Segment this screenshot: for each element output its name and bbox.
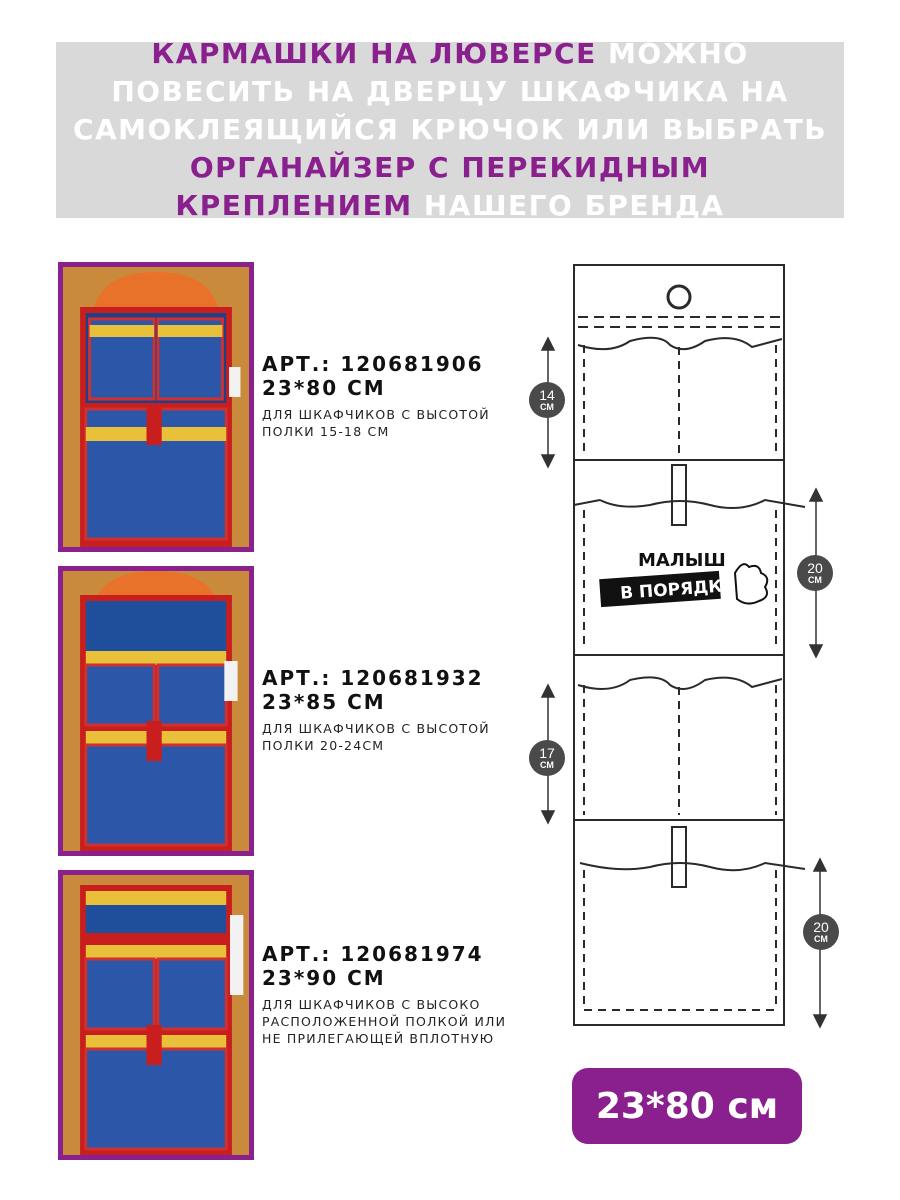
organizer-photo-illustration xyxy=(63,267,249,547)
product-info-3: АРТ.: 120681974 23*90 СМ для шкафчиков с… xyxy=(262,942,522,1047)
header-text-4: НАШЕГО БРЕНДА xyxy=(412,189,725,222)
organizer-photo-illustration xyxy=(63,571,249,851)
article-number: АРТ.: 120681906 xyxy=(262,352,484,376)
brand-logo: МАЛЫШ В ПОРЯДКЕ xyxy=(599,550,769,608)
product-info-1: АРТ.: 120681906 23*80 СМ для шкафчиков с… xyxy=(262,352,522,440)
organizer-sketch: МАЛЫШ В ПОРЯДКЕ xyxy=(540,264,828,1029)
header-highlight-2: ОРГАНАЙЗЕР С ПЕРЕКИДНЫМ КРЕПЛЕНИЕМ xyxy=(175,151,711,222)
header-text-2: МОЖНО ПОВЕСИТЬ НА ДВЕРЦУ ШКАФЧИКА НА САМ… xyxy=(72,37,828,146)
product-size: 23*85 СМ xyxy=(262,690,386,714)
logo-line-1: МАЛЫШ xyxy=(638,550,726,571)
product-size: 23*80 СМ xyxy=(262,376,386,400)
article-number: АРТ.: 120681974 xyxy=(262,942,484,966)
grommet-icon xyxy=(666,284,692,310)
size-badge: 23*80 см xyxy=(572,1068,802,1144)
product-size: 23*90 СМ xyxy=(262,966,386,990)
product-description: для шкафчиков с высотой полки 20-24см xyxy=(262,721,490,753)
header-banner: КАРМАШКИ НА ЛЮВЕРСЕ МОЖНО ПОВЕСИТЬ НА ДВ… xyxy=(56,37,844,222)
thumbs-up-icon xyxy=(733,563,769,605)
article-number: АРТ.: 120681932 xyxy=(262,666,484,690)
product-photo-1 xyxy=(58,262,254,552)
organizer-photo-illustration xyxy=(63,875,249,1155)
header-text: КАРМАШКИ НА ЛЮВЕРСЕ МОЖНО ПОВЕСИТЬ НА ДВ… xyxy=(72,35,828,225)
product-description: для шкафчиков с высотой полки 15-18 см xyxy=(262,407,490,439)
product-description: для шкафчиков с высоко расположенной пол… xyxy=(262,997,507,1046)
product-photo-3 xyxy=(58,870,254,1160)
product-photo-2 xyxy=(58,566,254,856)
header-highlight-1: КАРМАШКИ НА ЛЮВЕРСЕ xyxy=(151,37,597,70)
product-info-2: АРТ.: 120681932 23*85 СМ для шкафчиков с… xyxy=(262,666,522,754)
